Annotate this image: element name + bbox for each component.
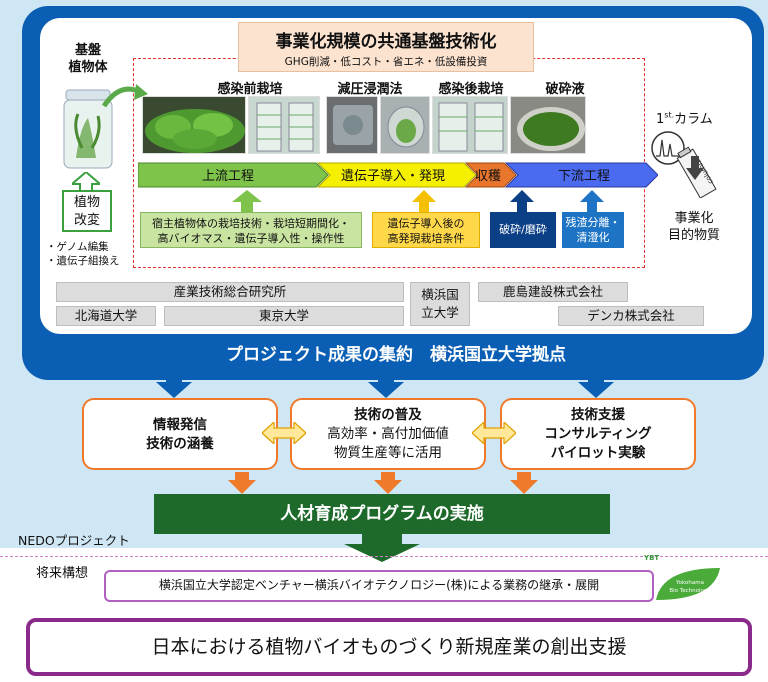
outcome-support-line3: パイロット実験 xyxy=(550,445,646,461)
plant-modification-line2: 改変 xyxy=(73,213,100,228)
yellow-up-arrow-icon xyxy=(412,190,436,212)
base-plant-label: 基盤 植物体 xyxy=(58,42,118,76)
modification-methods: ・ゲノム編集 ・遺伝子組換え xyxy=(46,240,120,268)
stage-pre-infection-label: 感染前栽培 xyxy=(217,82,283,97)
outcome-support-line2: コンサルティング xyxy=(544,426,652,442)
host-plant-cultivation-box: 宿主植物体の栽培技術・栽培短期間化・ 高バイオマス・遺伝子導入性・操作性 xyxy=(140,212,362,248)
ynu-line2: 立大学 xyxy=(421,305,459,320)
institution-university-of-tokyo: 東京大学 xyxy=(164,306,404,326)
institution-yokohama-national-university: 横浜国 立大学 xyxy=(410,282,470,326)
orange-down-arrow-right-icon xyxy=(510,472,538,494)
institution-hokkaido-university: 北海道大学 xyxy=(56,306,156,326)
host-plant-line2: 高バイオマス・遺伝子導入性・操作性 xyxy=(157,232,345,245)
stage-post-infection-label: 感染後栽培 xyxy=(438,82,504,97)
gene-expression-process: 遺伝子導入・発現 xyxy=(322,161,464,189)
downstream-process: 下流工程 xyxy=(514,161,654,189)
plant-modification-line1: 植物 xyxy=(73,195,100,210)
double-arrow-right-icon xyxy=(472,422,516,444)
outcome-technical-support-box: 技術支援 コンサルティング パイロット実験 xyxy=(500,398,696,470)
outcome-technology-spread-box: 技術の普及 高効率・高付加価値 物質生産等に活用 xyxy=(290,398,486,470)
platform-title-box: 事業化規模の共通基盤技術化 GHG削減・低コスト・省エネ・低設備投資 xyxy=(238,22,534,72)
outcome-information-line2: 技術の涵養 xyxy=(146,436,214,452)
high-expression-conditions-box: 遺伝子導入後の 高発現栽培条件 xyxy=(372,212,480,248)
ynu-line1: 横浜国 xyxy=(421,287,459,302)
cultivation-racks-photo-2 xyxy=(432,96,508,154)
crushed-liquid-photo xyxy=(510,96,586,154)
cultivation-racks-photo-1 xyxy=(248,96,320,154)
platform-subtitle: GHG削減・低コスト・省エネ・低設備投資 xyxy=(284,56,488,68)
orange-down-arrow-left-icon xyxy=(228,472,256,494)
outcome-support-line1: 技術支援 xyxy=(571,407,625,423)
crushing-grinding-box: 破砕/磨砕 xyxy=(490,212,556,248)
blue-down-arrow-left-icon xyxy=(156,370,192,398)
outcome-spread-line3: 物質生産等に活用 xyxy=(334,445,442,461)
upstream-process: 上流工程 xyxy=(138,161,318,189)
outcome-information-line1: 情報発信 xyxy=(153,417,207,433)
human-resource-training-bar: 人材育成プログラムの実施 xyxy=(154,494,610,534)
curved-arrow-icon xyxy=(101,84,148,108)
stage-crushed-liquid-label: 破砕液 xyxy=(545,82,585,97)
orange-down-arrow-center-icon xyxy=(374,472,402,494)
institution-denka: デンカ株式会社 xyxy=(558,306,704,326)
first-column-label: 1st.カラム xyxy=(656,108,713,127)
column-sup: st. xyxy=(664,110,675,120)
process-flow-arrows xyxy=(138,162,658,188)
outcome-information-box: 情報発信 技術の涵養 xyxy=(82,398,278,470)
vacuum-chamber-photo xyxy=(326,96,378,154)
blue-down-arrow-right-icon xyxy=(578,370,614,398)
infiltrated-plant-photo xyxy=(380,96,430,154)
new-industry-creation-box: 日本における植物バイオものづくり新規産業の創出支援 xyxy=(26,618,752,676)
pre-infection-plants-photo xyxy=(142,96,246,154)
harvest-process: 収穫 xyxy=(466,161,510,189)
ybt-leaf-line2: Bio Technology xyxy=(669,588,711,594)
institution-aist: 産業技術総合研究所 xyxy=(56,282,404,302)
navy-up-arrow-icon xyxy=(510,190,534,212)
base-plant-label-line1: 基盤 xyxy=(74,43,101,58)
project-results-banner: プロジェクト成果の集約 横浜国立大学拠点 xyxy=(226,345,566,365)
upstream-process-label: 上流工程 xyxy=(201,169,254,184)
nedo-project-label: NEDOプロジェクト xyxy=(18,533,130,548)
green-down-arrow-icon xyxy=(344,534,420,562)
residue-separation-line1: 残渣分離・ xyxy=(565,216,621,229)
column-word: カラム xyxy=(674,112,713,127)
base-plant-label-line2: 植物体 xyxy=(68,60,108,75)
downstream-label: 下流工程 xyxy=(557,169,610,184)
high-expression-line1: 遺伝子導入後の xyxy=(387,217,465,230)
target-product-line2: 目的物質 xyxy=(667,228,720,243)
host-plant-line1: 宿主植物体の栽培技術・栽培短期間化・ xyxy=(152,217,350,230)
harvest-label: 収穫 xyxy=(474,169,501,184)
outcome-spread-line1: 技術の普及 xyxy=(354,407,422,423)
future-plan-label: 将来構想 xyxy=(36,566,89,581)
institution-kajima: 鹿島建設株式会社 xyxy=(478,282,628,302)
ybt-leaf-logo: Yokohama Bio Technology xyxy=(656,568,720,600)
residue-separation-box: 残渣分離・ 清澄化 xyxy=(562,212,624,248)
outcome-spread-line2: 高効率・高付加価値 xyxy=(327,426,449,442)
target-product-label: 事業化 目的物質 xyxy=(664,210,724,244)
chromatography-column-icon: column xyxy=(651,131,717,198)
down-arrow-to-product-icon xyxy=(686,156,704,180)
residue-separation-line2: 清澄化 xyxy=(576,231,610,244)
plant-modification-box: 植物 改変 xyxy=(62,190,112,232)
platform-title: 事業化規模の共通基盤技術化 xyxy=(275,32,497,52)
double-arrow-left-icon xyxy=(262,422,306,444)
high-expression-line2: 高発現栽培条件 xyxy=(387,232,465,245)
gene-recombination-note: ・遺伝子組換え xyxy=(46,255,120,267)
column-number: 1 xyxy=(656,112,665,127)
gene-expression-label: 遺伝子導入・発現 xyxy=(340,169,445,184)
ybt-logo-text: YBT xyxy=(644,554,660,562)
ybt-leaf-line1: Yokohama xyxy=(675,580,704,586)
future-venture-box: 横浜国立大学認定ベンチャー横浜バイオテクノロジー(株)による業務の継承・展開 xyxy=(104,570,654,602)
target-product-line1: 事業化 xyxy=(674,211,714,226)
green-up-arrow-icon xyxy=(232,190,262,212)
stage-vacuum-infiltration-label: 減圧浸潤法 xyxy=(337,82,403,97)
up-arrow-icon xyxy=(72,172,100,192)
blue-down-arrow-center-icon xyxy=(368,370,404,398)
blue-up-arrow-icon xyxy=(580,190,604,212)
genome-editing-note: ・ゲノム編集 xyxy=(46,241,109,253)
future-divider xyxy=(0,556,768,557)
